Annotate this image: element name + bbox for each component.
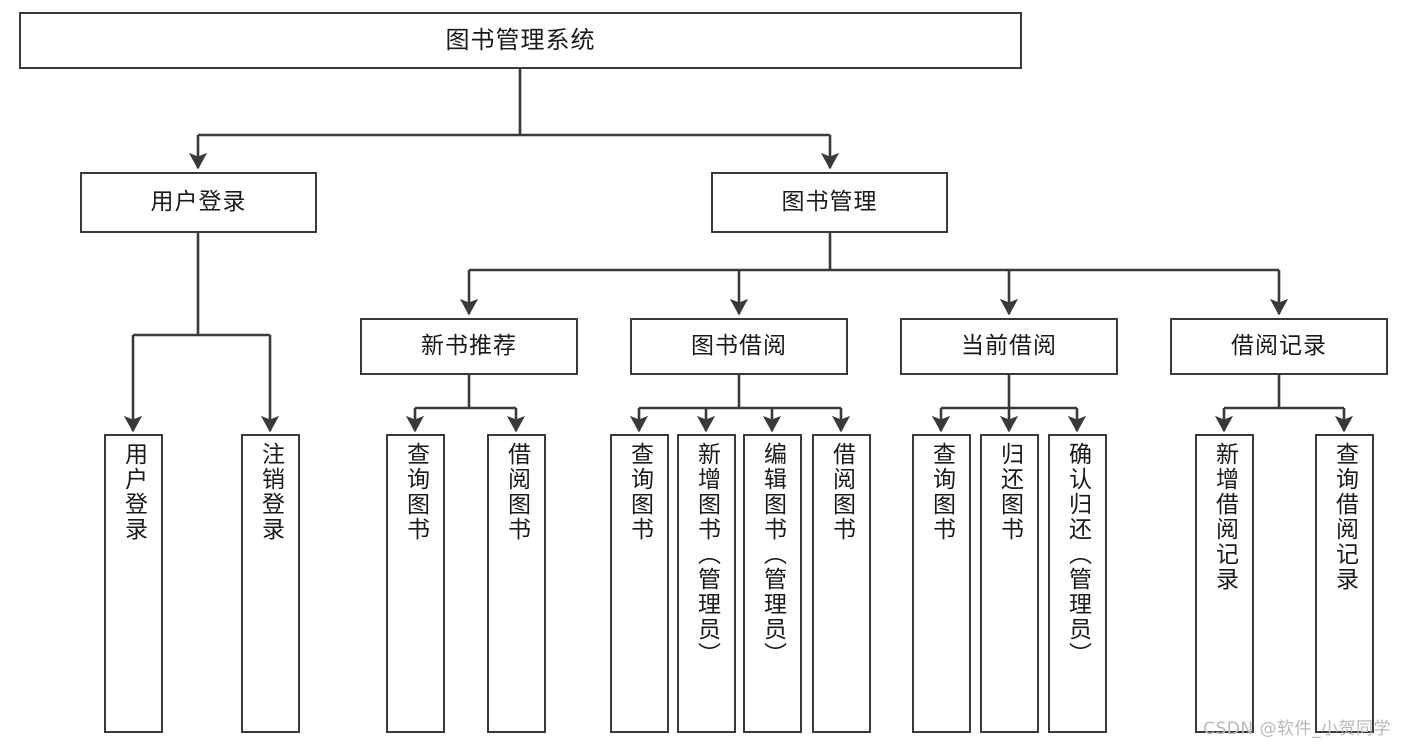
watermark: CSDN @软件_小贺同学 — [1203, 719, 1391, 739]
leaf-current-query-book-label: 查询图书 — [928, 442, 955, 542]
leaf-user-login[interactable]: 用户登录 — [104, 434, 163, 733]
leaf-new-book-borrow-label: 借阅图书 — [503, 442, 530, 542]
leaf-edit-book-admin[interactable]: 编辑图书（管理员） — [743, 434, 802, 733]
leaf-borrow-query-book[interactable]: 查询图书 — [610, 434, 669, 733]
leaf-user-login-label: 用户登录 — [120, 442, 147, 542]
leaf-add-borrow-record-label: 新增借阅记录 — [1211, 442, 1238, 592]
leaf-add-borrow-record[interactable]: 新增借阅记录 — [1195, 434, 1254, 733]
leaf-new-book-query[interactable]: 查询图书 — [386, 434, 445, 733]
leaf-new-book-query-label: 查询图书 — [402, 442, 429, 542]
leaf-add-book-admin-label: 新增图书（管理员） — [693, 442, 720, 667]
node-current-borrow-label: 当前借阅 — [961, 332, 1057, 359]
leaf-borrow-book-label: 借阅图书 — [828, 442, 855, 542]
node-borrow-record-label: 借阅记录 — [1231, 332, 1327, 359]
leaf-return-book[interactable]: 归还图书 — [980, 434, 1039, 733]
node-book-management-label: 图书管理 — [781, 188, 878, 215]
leaf-confirm-return-admin[interactable]: 确认归还（管理员） — [1048, 434, 1107, 733]
leaf-new-book-borrow[interactable]: 借阅图书 — [487, 434, 546, 733]
node-new-book-recommend-label: 新书推荐 — [421, 332, 517, 359]
node-root-label: 图书管理系统 — [445, 26, 596, 55]
leaf-edit-book-admin-label: 编辑图书（管理员） — [759, 442, 786, 667]
leaf-current-query-book[interactable]: 查询图书 — [912, 434, 971, 733]
leaf-return-book-label: 归还图书 — [996, 442, 1023, 542]
leaf-confirm-return-admin-label: 确认归还（管理员） — [1064, 442, 1091, 667]
node-user-login[interactable]: 用户登录 — [80, 172, 317, 233]
leaf-add-book-admin[interactable]: 新增图书（管理员） — [677, 434, 736, 733]
node-book-management[interactable]: 图书管理 — [711, 172, 948, 233]
node-book-borrow-label: 图书借阅 — [691, 332, 787, 359]
leaf-borrow-book[interactable]: 借阅图书 — [812, 434, 871, 733]
leaf-borrow-query-book-label: 查询图书 — [626, 442, 653, 542]
node-root[interactable]: 图书管理系统 — [19, 12, 1022, 69]
node-borrow-record[interactable]: 借阅记录 — [1170, 318, 1388, 375]
node-current-borrow[interactable]: 当前借阅 — [900, 318, 1118, 375]
node-new-book-recommend[interactable]: 新书推荐 — [360, 318, 578, 375]
node-book-borrow[interactable]: 图书借阅 — [630, 318, 848, 375]
leaf-logout-label: 注销登录 — [257, 442, 284, 542]
leaf-query-borrow-record-label: 查询借阅记录 — [1331, 442, 1358, 592]
leaf-query-borrow-record[interactable]: 查询借阅记录 — [1315, 434, 1374, 733]
node-user-login-label: 用户登录 — [150, 188, 247, 215]
leaf-logout[interactable]: 注销登录 — [241, 434, 300, 733]
